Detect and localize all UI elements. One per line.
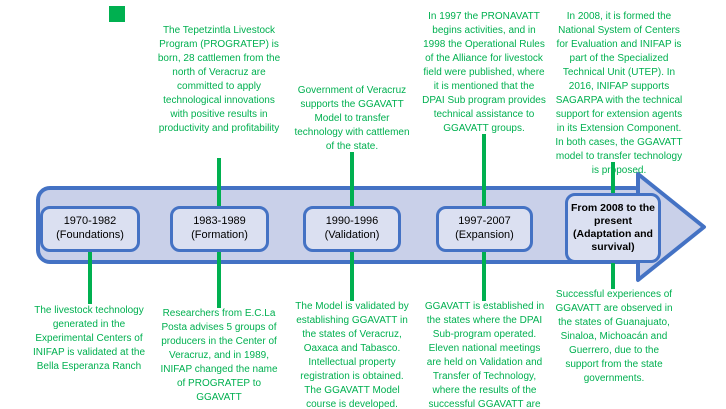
top-note-1983-1989: The Tepetzintla Livestock Program (PROGR… — [157, 25, 281, 134]
connector-line — [611, 261, 615, 289]
stage-box-1983-1989: 1983-1989 (Formation) — [170, 206, 269, 252]
stage-phase: (Formation) — [191, 229, 248, 241]
connector-line — [88, 250, 92, 304]
stage-period: 1970-1982 — [63, 215, 117, 228]
connector-line — [482, 250, 486, 301]
connector-line — [611, 162, 615, 196]
bottom-note-1997-2007: GGAVATT is established in the states whe… — [424, 301, 545, 409]
stage-box-1990-1996: 1990-1996 (Validation) — [303, 206, 401, 252]
connector-line — [217, 250, 221, 308]
stage-period: From 2008 to the present (Adaptation and… — [570, 201, 656, 254]
top-note-from-2008: In 2008, it is formed the National Syste… — [555, 11, 683, 176]
stage-period: 1990-1996 — [325, 215, 379, 228]
stage-box-1970-1982: 1970-1982 (Foundations) — [40, 206, 140, 252]
bottom-note-from-2008: Successful experiences of GGAVATT are ob… — [555, 289, 673, 384]
stage-box-1997-2007: 1997-2007 (Expansion) — [436, 206, 533, 252]
bottom-note-1990-1996: The Model is validated by establishing G… — [295, 301, 409, 409]
stage-phase: (Validation) — [324, 229, 380, 241]
connector-line — [482, 134, 486, 210]
bottom-note-1970-1982: The livestock technology generated in th… — [32, 305, 146, 372]
stage-period: 1983-1989 — [193, 215, 246, 228]
marker-square — [109, 6, 125, 22]
top-note-1997-2007: In 1997 the PRONAVATT begins activities,… — [422, 11, 546, 134]
connector-line — [350, 250, 354, 301]
stage-phase: (Foundations) — [56, 229, 124, 241]
top-note-1990-1996: Government of Veracruz supports the GGAV… — [294, 85, 410, 152]
connector-line — [350, 152, 354, 210]
stage-box-from-2008: From 2008 to the present (Adaptation and… — [565, 193, 661, 263]
stage-period: 1997-2007 — [458, 215, 511, 228]
stage-phase: (Expansion) — [455, 229, 514, 241]
bottom-note-1983-1989: Researchers from E.C.La Posta advises 5 … — [160, 308, 278, 403]
connector-line — [217, 158, 221, 210]
